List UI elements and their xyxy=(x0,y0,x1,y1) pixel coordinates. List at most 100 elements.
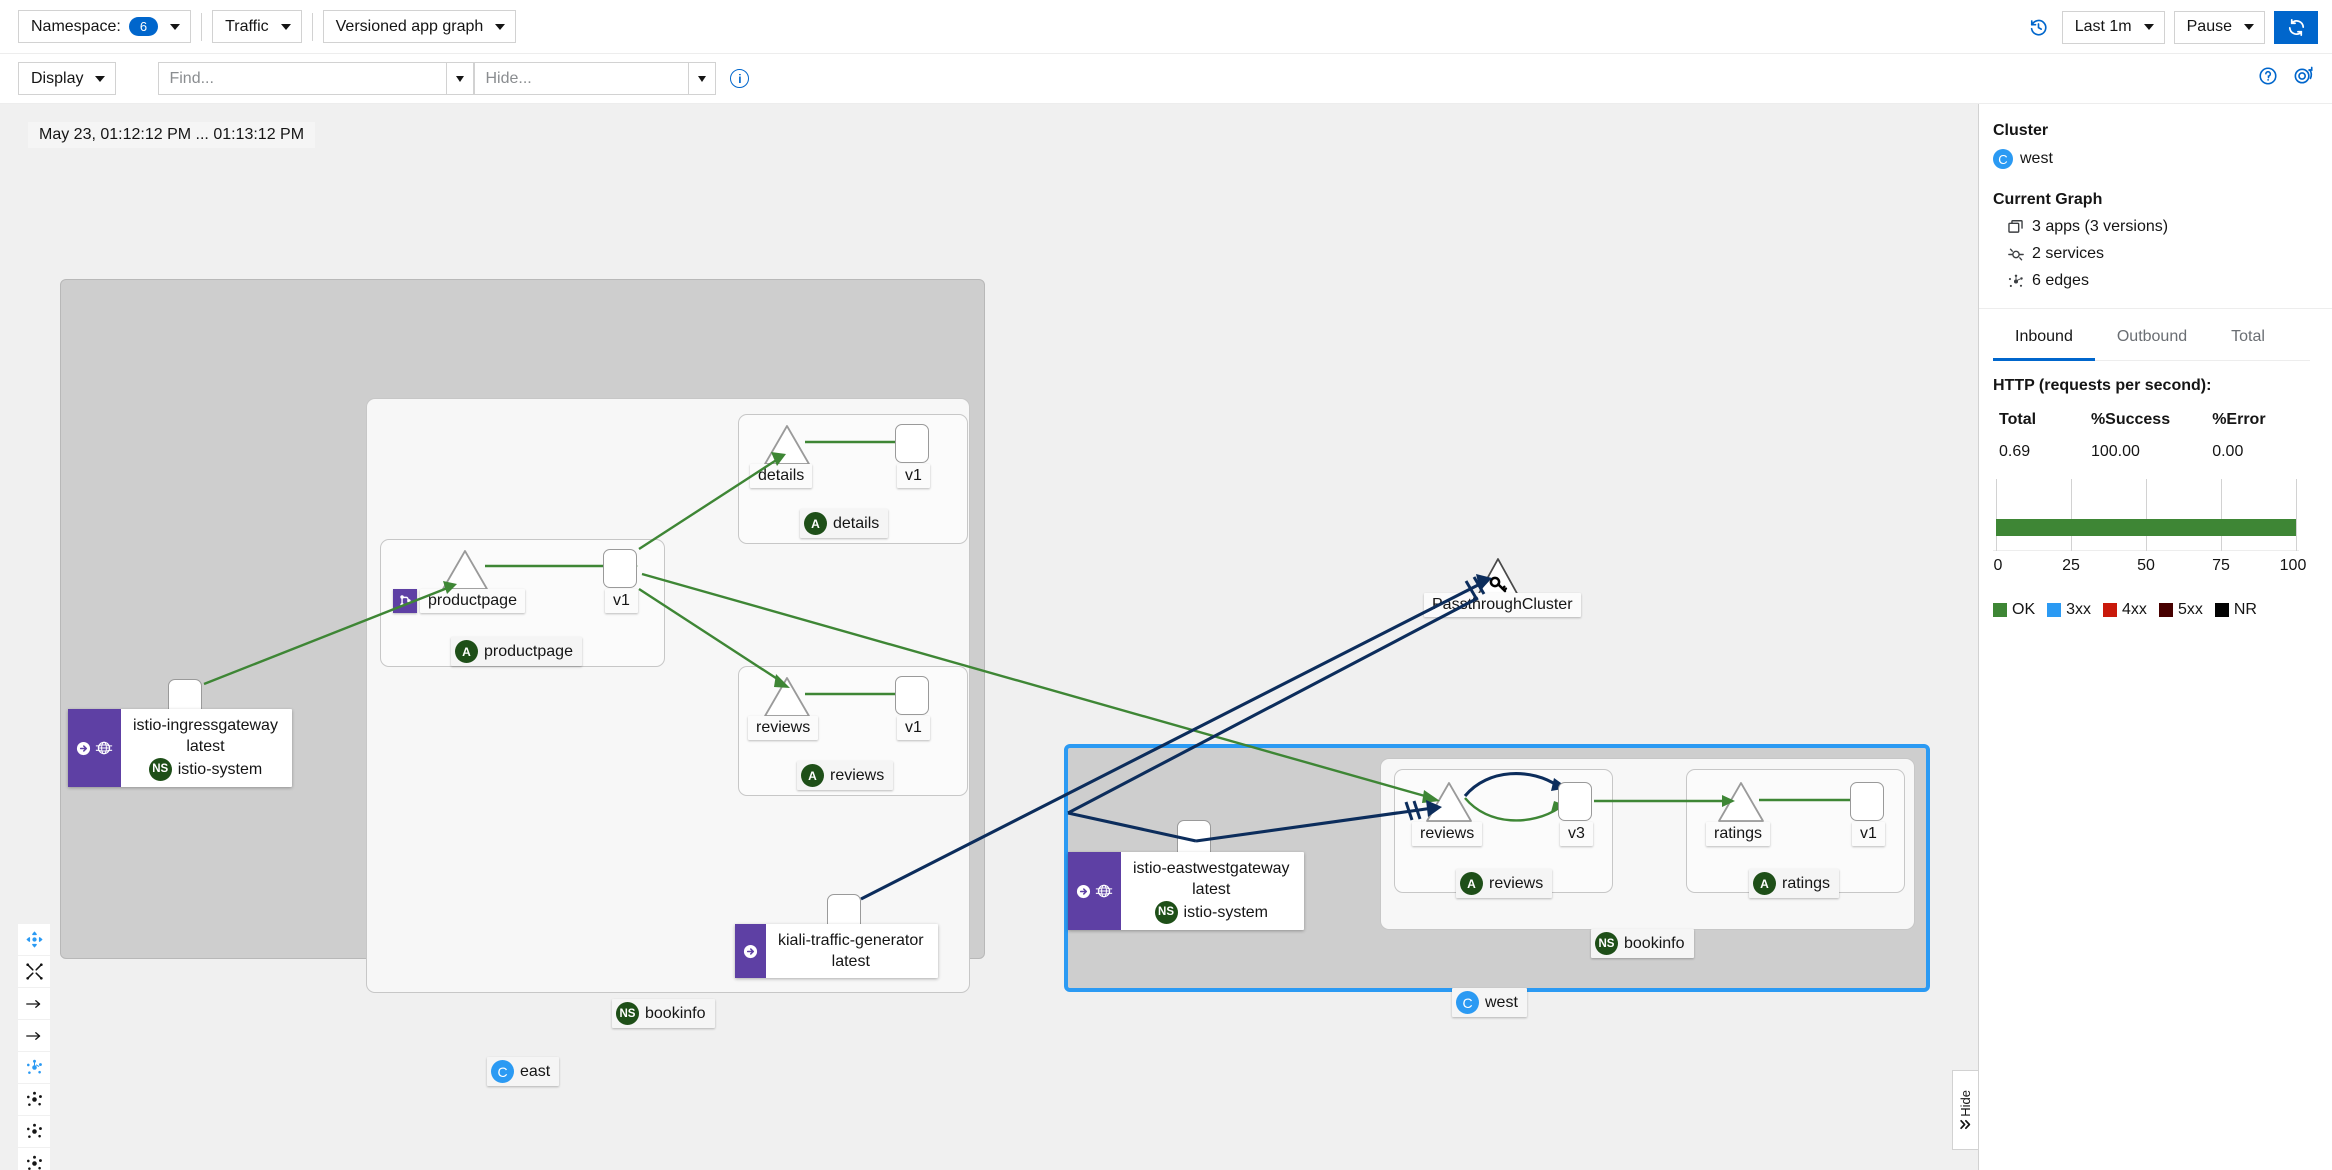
panel-divider xyxy=(1979,308,2332,309)
workload-node-ratings-v1[interactable] xyxy=(1850,782,1884,821)
summary-edges-row: 6 edges xyxy=(2006,272,2310,290)
gateway-name: istio-eastwestgateway xyxy=(1133,860,1290,877)
chart-tick-50: 50 xyxy=(2137,557,2155,574)
cluster-name: west xyxy=(2020,150,2053,167)
layout-concentric-icon[interactable] xyxy=(18,1116,50,1147)
gateway-label-istio-eastwestgateway[interactable]: istio-eastwestgateway latest NS istio-sy… xyxy=(1068,852,1304,930)
node-label-details-v1: v1 xyxy=(897,464,930,488)
toolbar-divider-2 xyxy=(311,12,313,41)
summary-apps-row: 3 apps (3 versions) xyxy=(2006,218,2310,236)
apps-icon xyxy=(2006,220,2025,234)
history-icon[interactable] xyxy=(2024,12,2054,42)
chevron-down-icon xyxy=(2143,24,2154,30)
chevron-down-icon xyxy=(698,75,707,82)
arrow-right-icon[interactable] xyxy=(18,988,50,1019)
cluster-label-text: east xyxy=(520,1062,551,1080)
namespace-label-text: bookinfo xyxy=(645,1004,706,1022)
chart-tick-0: 0 xyxy=(1993,557,2003,574)
find-input[interactable] xyxy=(158,62,447,95)
workload-node-details-v1[interactable] xyxy=(895,424,929,463)
chart-tick-75: 75 xyxy=(2212,557,2230,574)
hide-input[interactable] xyxy=(474,62,689,95)
service-node-productpage[interactable] xyxy=(440,547,490,593)
secondary-toolbar: Display i xyxy=(0,54,2332,104)
namespace-label-bookinfo-west: NS bookinfo xyxy=(1591,929,1694,958)
refresh-interval-selector[interactable]: Pause xyxy=(2173,10,2265,44)
gateway-label-kiali-traffic-generator[interactable]: kiali-traffic-generator latest xyxy=(735,924,938,978)
tab-outbound[interactable]: Outbound xyxy=(2116,328,2188,345)
graph-legend-icon[interactable] xyxy=(2292,66,2314,91)
node-label-reviews-east: reviews xyxy=(748,716,819,740)
chart-legend: OK 3xx 4xx 5xx NR xyxy=(1993,601,2310,619)
virtualservice-icon-productpage xyxy=(393,589,417,613)
node-label-reviews-east-v1: v1 xyxy=(897,716,930,740)
cluster-badge-icon: C xyxy=(491,1060,514,1083)
double-chevron-right-icon xyxy=(1960,1120,1971,1130)
graph-timestamp: May 23, 01:12:12 PM ... 01:13:12 PM xyxy=(28,122,316,148)
traffic-label: Traffic xyxy=(225,17,269,35)
legend-item-4xx: 4xx xyxy=(2103,601,2147,619)
gateway-icon xyxy=(1095,884,1113,898)
legend-item-3xx: 3xx xyxy=(2047,601,2091,619)
hide-panel-toggle[interactable]: Hide xyxy=(1952,1070,1978,1150)
legend-swatch-3xx xyxy=(2047,603,2062,617)
http-metrics-title: HTTP (requests per second): xyxy=(1993,377,2212,394)
chart-tick-100: 100 xyxy=(2279,557,2307,574)
refresh-interval-label: Pause xyxy=(2186,18,2232,35)
workload-node-reviews-west-v3[interactable] xyxy=(1558,782,1592,821)
layout-breadthfirst-icon[interactable] xyxy=(18,1148,50,1170)
gateway-icon xyxy=(95,741,113,755)
info-circle-icon[interactable]: i xyxy=(730,69,750,88)
chart-gridline xyxy=(1996,479,1997,551)
namespace-selector[interactable]: Namespace: 6 xyxy=(18,10,192,43)
find-dropdown-toggle[interactable] xyxy=(446,62,475,95)
graph-canvas[interactable]: May 23, 01:12:12 PM ... 01:13:12 PM deta… xyxy=(0,104,1978,1170)
gateway-label-istio-ingressgateway[interactable]: istio-ingressgateway latest NS istio-sys… xyxy=(68,709,292,787)
app-badge-icon: A xyxy=(801,764,824,787)
expand-icon[interactable] xyxy=(18,956,50,987)
chevron-down-icon xyxy=(95,75,106,82)
workload-node-reviews-east-v1[interactable] xyxy=(895,676,929,715)
chevron-down-icon xyxy=(170,23,181,30)
summary-apps-text: 3 apps (3 versions) xyxy=(2032,218,2169,235)
layout-dagre-icon[interactable] xyxy=(18,1052,50,1083)
question-circle-icon[interactable] xyxy=(2258,66,2278,91)
workload-node-productpage-v1[interactable] xyxy=(603,549,637,588)
graph-type-label: Versioned app graph xyxy=(335,17,484,35)
workload-icon xyxy=(76,741,91,755)
gateway-icon-group xyxy=(735,924,766,978)
app-label-text: details xyxy=(833,514,880,532)
node-label-passthroughcluster: PassthroughCluster xyxy=(1424,593,1581,617)
display-menu-button[interactable]: Display xyxy=(18,62,117,95)
app-label-text: productpage xyxy=(484,642,573,660)
hide-dropdown-toggle[interactable] xyxy=(688,62,717,95)
zoom-fit-icon[interactable] xyxy=(18,924,50,955)
namespace-badge-icon: NS xyxy=(1154,901,1178,924)
legend-label-3xx: 3xx xyxy=(2066,601,2092,618)
primary-toolbar: Namespace: 6 Traffic Versioned app graph xyxy=(0,0,2332,54)
arrow-right-alt-icon[interactable] xyxy=(18,1020,50,1051)
display-label: Display xyxy=(31,69,84,87)
cluster-heading: Cluster xyxy=(1993,122,2049,139)
refresh-button[interactable] xyxy=(2274,10,2318,44)
time-range-label: Last 1m xyxy=(2074,18,2132,35)
find-group xyxy=(158,62,475,95)
summary-edges-text: 6 edges xyxy=(2032,272,2089,289)
app-label-text: ratings xyxy=(1782,874,1831,892)
stat-header-error: %Error xyxy=(2212,411,2266,428)
app-label-text: reviews xyxy=(830,766,885,784)
traffic-distribution-chart: 0 25 50 75 100 xyxy=(1993,479,2306,574)
traffic-selector[interactable]: Traffic xyxy=(212,10,302,43)
graph-type-selector[interactable]: Versioned app graph xyxy=(322,10,517,43)
legend-swatch-ok xyxy=(1993,603,2007,617)
app-label-ratings: A ratings xyxy=(1749,869,1840,898)
chevron-down-icon xyxy=(280,23,291,30)
legend-label-nr: NR xyxy=(2233,601,2257,618)
layout-grid-icon[interactable] xyxy=(18,1084,50,1115)
tab-inbound[interactable]: Inbound xyxy=(1993,315,2095,361)
tab-total[interactable]: Total xyxy=(2231,328,2265,345)
legend-item-nr: NR xyxy=(2214,601,2257,619)
time-range-selector[interactable]: Last 1m xyxy=(2061,10,2165,44)
node-label-ratings-v1: v1 xyxy=(1852,822,1885,846)
cluster-badge-icon: C xyxy=(1456,991,1479,1014)
